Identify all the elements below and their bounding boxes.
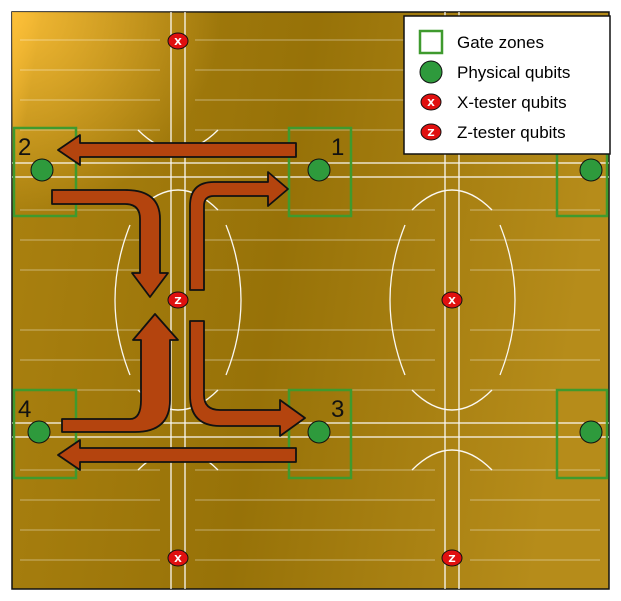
gate-zone-number: 2 xyxy=(18,134,31,161)
arrow-zone2-to-center xyxy=(51,189,169,298)
tester-qubit-letter: Z xyxy=(174,296,181,307)
x-tester-qubit xyxy=(167,32,189,50)
physical-qubit xyxy=(30,158,54,182)
tester-qubit-letter: X xyxy=(174,554,182,565)
gate-zone-number: 4 xyxy=(18,396,31,423)
legend-z-letter: Z xyxy=(427,128,434,139)
gate-zone xyxy=(287,126,353,218)
legend-label-gate-zones: Gate zones xyxy=(457,33,544,52)
gate-zones: 2 1 4 3 xyxy=(12,126,609,480)
tester-qubit-letter: Z xyxy=(448,554,455,565)
tester-qubit-letter: X xyxy=(448,296,456,307)
physical-qubit xyxy=(307,158,331,182)
z-tester-qubit xyxy=(167,291,189,309)
x-tester-qubit xyxy=(167,549,189,567)
physical-qubit xyxy=(579,420,603,444)
x-tester-legend-icon xyxy=(420,93,442,111)
z-tester-legend-icon xyxy=(420,123,442,141)
arrow-center-to-zone1 xyxy=(189,171,289,291)
gate-zone xyxy=(12,388,78,480)
arrow-zone1-to-zone2 xyxy=(57,134,297,166)
gate-zone-number: 1 xyxy=(331,134,344,161)
legend-label-x-tester: X-tester qubits xyxy=(457,93,567,112)
physical-qubit xyxy=(27,420,51,444)
gate-zone xyxy=(287,388,353,480)
arrow-zone3-to-zone4 xyxy=(57,439,297,471)
arrow-zone4-to-center xyxy=(61,313,179,433)
physical-qubits xyxy=(27,158,603,444)
arrow-center-to-zone3 xyxy=(189,320,306,437)
physical-qubit xyxy=(307,420,331,444)
legend-label-physical: Physical qubits xyxy=(457,63,570,82)
tester-qubit-letter: X xyxy=(174,37,182,48)
physical-qubit xyxy=(579,158,603,182)
tester-qubits: X Z X X Z xyxy=(167,32,463,567)
shuttle-arrows xyxy=(51,134,306,471)
legend-label-z-tester: Z-tester qubits xyxy=(457,123,566,142)
legend-x-letter: X xyxy=(427,98,435,109)
gate-zone xyxy=(555,388,609,480)
z-tester-qubit xyxy=(441,549,463,567)
physical-qubit-legend-icon xyxy=(419,60,443,84)
x-tester-qubit xyxy=(441,291,463,309)
gate-zone-number: 3 xyxy=(331,396,344,423)
gate-zone xyxy=(12,126,78,218)
legend: Gate zones Physical qubits X X-tester qu… xyxy=(403,15,611,155)
gate-zone-legend-icon xyxy=(418,29,444,55)
